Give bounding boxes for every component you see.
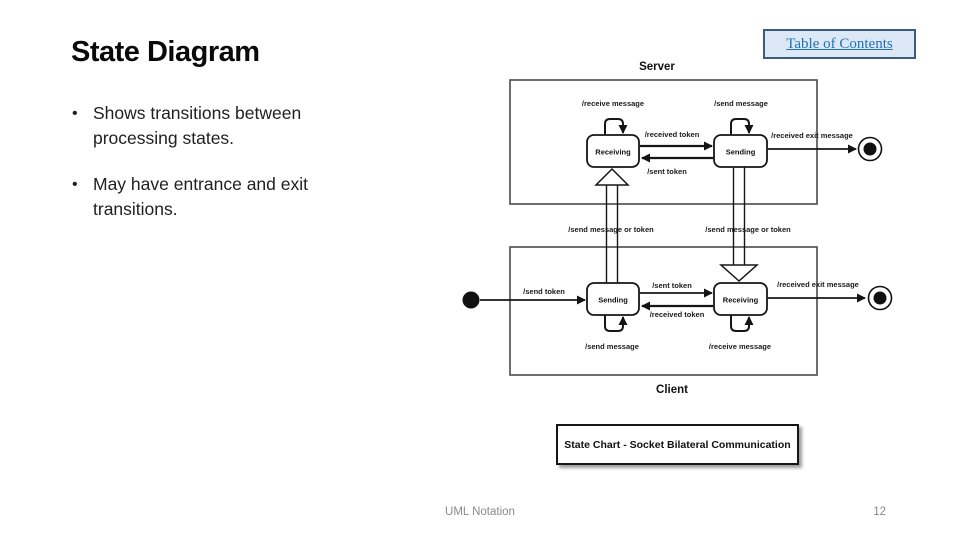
label-channel-left: /send message or token [568,225,654,234]
server-sending-state [713,134,768,168]
bullet-item: • May have entrance and exit transitions… [72,172,402,222]
bullet-item: • Shows transitions between processing s… [72,101,402,151]
page-title: State Diagram [71,36,260,68]
server-label: Server [639,61,675,73]
table-of-contents-button[interactable]: Table of Contents [763,29,916,59]
label-client-received-token: /received token [650,310,705,319]
client-box [509,246,818,376]
client-receiving-state [713,282,768,316]
label-server-received-exit-message: /received exit message [771,131,853,140]
server-box [509,79,818,205]
diagram-caption: State Chart - Socket Bilateral Communica… [564,438,791,451]
server-final-state [857,136,883,162]
bullet-marker: • [72,105,78,122]
table-of-contents-link[interactable]: Table of Contents [786,35,893,52]
label-client-received-exit-message: /received exit message [777,280,859,289]
state-diagram: Server Client [462,61,893,396]
server-sending-state-label: Sending [726,148,756,157]
client-sending-state [586,282,640,316]
label-client-send-token: /send token [523,287,565,296]
server-receiving-state [586,134,640,168]
bullet-text: May have entrance and exit transitions. [93,174,308,219]
label-client-send-message: /send message [585,342,639,351]
page-number: 12 [873,506,886,518]
client-receiving-self-loop [730,315,754,332]
label-client-receive-message: /receive message [709,342,771,351]
label-channel-right: /send message or token [705,225,791,234]
bullet-list: • Shows transitions between processing s… [72,101,402,243]
label-server-sent-token: /sent token [647,167,687,176]
initial-state [462,291,586,309]
footer-text: UML Notation [445,506,515,518]
bullet-marker: • [72,176,78,193]
client-label: Client [656,384,688,396]
server-receiving-state-label: Receiving [595,148,631,157]
client-sending-state-label: Sending [598,296,628,305]
server-receiving-self-loop [604,118,628,135]
client-to-server-channel [594,167,630,283]
server-sending-self-loop [730,118,754,135]
label-server-received-token: /received token [645,130,700,139]
label-server-receive-message: /receive message [582,99,644,108]
client-sending-self-loop [604,315,628,332]
label-client-sent-token: /sent token [652,281,692,290]
client-receiving-state-label: Receiving [723,296,759,305]
client-final-state [867,285,893,311]
diagram-caption-box: State Chart - Socket Bilateral Communica… [556,424,799,465]
server-to-client-channel [719,167,759,283]
label-server-send-message: /send message [714,99,768,108]
bullet-text: Shows transitions between processing sta… [93,103,302,148]
